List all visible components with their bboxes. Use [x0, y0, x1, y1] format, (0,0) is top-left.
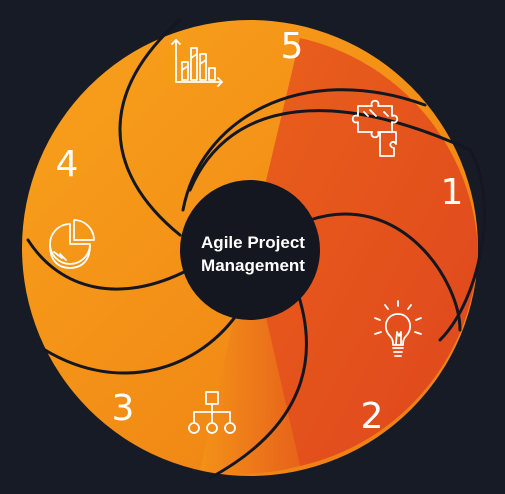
hierarchy-icon [188, 391, 236, 434]
lightbulb-icon [374, 300, 422, 357]
step-number-5: 5 [281, 26, 304, 67]
swirl-line-4 [208, 283, 308, 480]
sector-blend [200, 248, 300, 474]
swirl-line-6 [26, 238, 190, 291]
step-number-4: 4 [56, 144, 79, 185]
swirl-line-7 [118, 18, 182, 237]
swirl-line-1 [181, 88, 427, 212]
swirl-line-5 [43, 308, 242, 375]
puzzle-icon [351, 99, 399, 157]
center-hub [180, 180, 320, 320]
bar-chart-icon [171, 39, 223, 87]
swirl-line-2 [188, 109, 486, 342]
swirl-lines [26, 18, 486, 480]
swirl-line-3 [308, 212, 462, 332]
step-number-3: 3 [112, 388, 135, 429]
step-number-1: 1 [441, 172, 464, 213]
pie-chart-icon [49, 219, 95, 269]
step-number-2: 2 [361, 396, 384, 437]
center-title-line1: Agile Project [201, 233, 305, 252]
center-title-line2: Management [201, 256, 305, 275]
